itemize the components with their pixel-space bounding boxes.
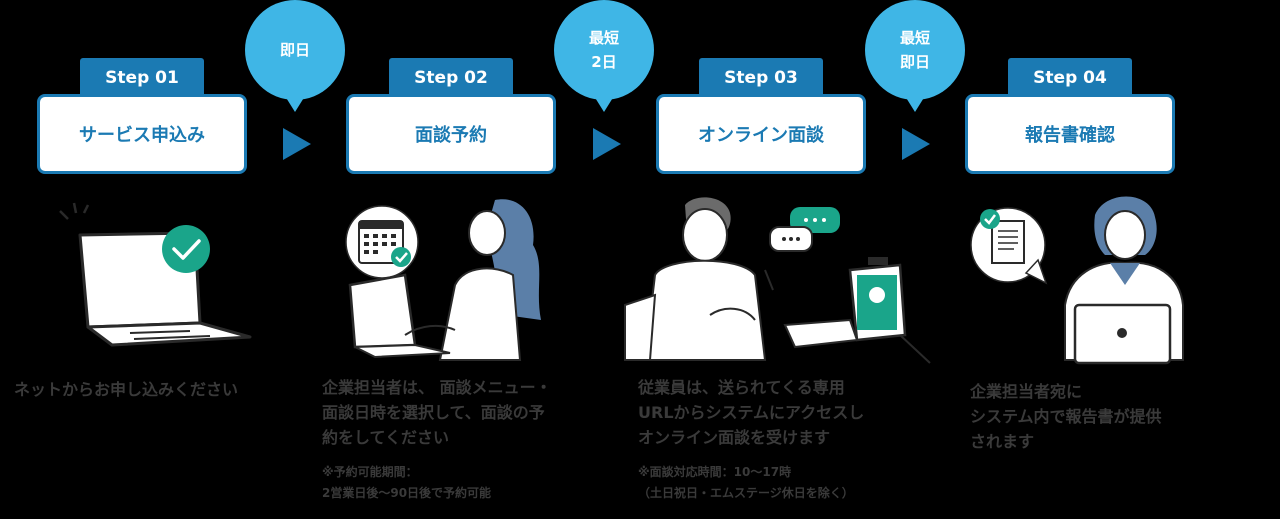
arrow-right-icon [902,128,930,160]
bubble-line2: 2日 [591,53,617,71]
step-02: Step 02 面談予約 [346,58,556,178]
arrow-right-icon [283,128,311,160]
bubble-line1: 最短 [899,29,930,47]
step-02-note: ※予約可能期間： 2営業日後〜90日後で予約可能 [322,465,492,500]
step-01: Step 01 サービス申込み [37,58,247,178]
calendar-check-icon [345,205,419,279]
step-01-description: ネットからお申し込みください [14,380,239,399]
step-03-note: ※面談対応時間：10〜17時 （土日祝日・エムステージ休日を除く） [638,465,854,500]
man-video-call-illustration [624,197,931,364]
bubble-line1: 最短 [588,29,619,47]
speech-bubble-sameday: 即日 [245,0,345,100]
chat-dots-icon [769,207,840,252]
step-02-tab: Step 02 [389,58,513,98]
speech-bubble-sameday-min: 最短 即日 [865,0,965,100]
bubble-text: 即日 [279,41,310,59]
step-03: Step 03 オンライン面談 [656,58,866,178]
arrow-right-icon [593,128,621,160]
step-04: Step 04 報告書確認 [965,58,1175,178]
speech-bubble-2days: 最短 2日 [554,0,654,100]
bubble-line2: 即日 [899,53,930,71]
step-03-tab: Step 03 [699,58,823,98]
step-02-title: 面談予約 [346,94,556,174]
step-02-description: 企業担当者は、 面談メニュー・ 面談日時を選択して、面談の予 約をしてください [322,378,552,447]
step-04-title: 報告書確認 [965,94,1175,174]
document-check-icon [970,207,1048,285]
step-01-title: サービス申込み [37,94,247,174]
laptop-checkmark-icon [59,202,252,347]
step-01-tab: Step 01 [80,58,204,98]
step-04-description: 企業担当者宛に システム内で報告書が提供 されます [970,382,1162,451]
woman-reviewing-report-illustration [1064,196,1184,365]
step-03-title: オンライン面談 [656,94,866,174]
step-04-tab: Step 04 [1008,58,1132,98]
woman-at-laptop-illustration [348,199,541,361]
step-03-description: 従業員は、送られてくる専用 URLからシステムにアクセスし オンライン面談を受け… [638,378,865,447]
